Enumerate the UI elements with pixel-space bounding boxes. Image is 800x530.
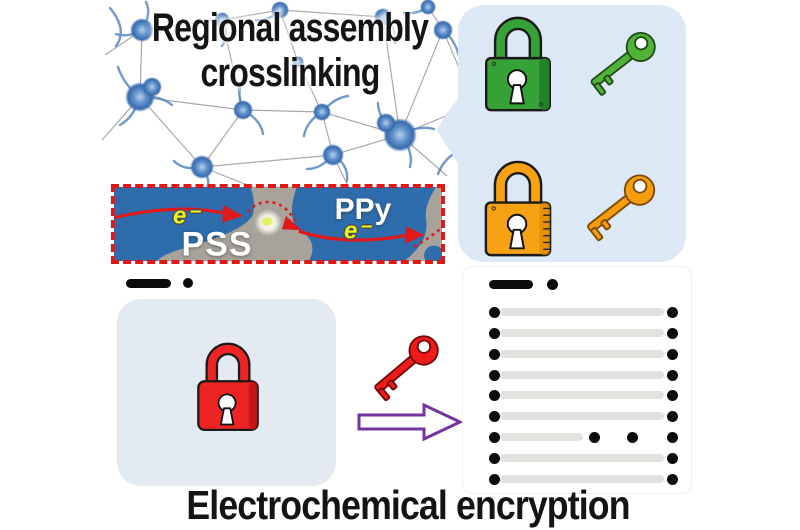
morse-dot — [666, 431, 678, 443]
message-bar — [500, 329, 664, 337]
morse-dot — [666, 306, 678, 318]
message-bar — [500, 433, 583, 441]
arrow-right-icon — [357, 402, 464, 442]
red-lock-icon — [197, 342, 259, 432]
message-bar — [500, 475, 664, 483]
morse-dot — [666, 389, 678, 401]
locks-panel-tail — [437, 94, 463, 170]
message-bar — [500, 371, 664, 379]
morse-dot — [666, 327, 678, 339]
pss-label: PSS — [181, 225, 253, 264]
message-bar — [500, 391, 664, 399]
membrane-box — [111, 184, 445, 264]
morse-dot — [488, 431, 500, 443]
morse-dot — [488, 452, 500, 464]
morse-dot — [488, 348, 500, 360]
orange-lock-icon — [484, 160, 552, 257]
morse-dot — [183, 278, 193, 288]
morse-dot — [666, 410, 678, 422]
morse-dash — [126, 278, 171, 288]
message-bar — [500, 350, 664, 358]
electron-label-1: e⁻ — [172, 202, 200, 230]
morse-dot — [488, 327, 500, 339]
morse-dot — [626, 431, 638, 443]
green-lock-icon — [484, 16, 552, 112]
morse-dot — [666, 452, 678, 464]
red-key-icon — [374, 335, 439, 402]
figure-title-top-line2: crosslinking — [200, 51, 381, 95]
network-image — [101, 0, 460, 190]
figure-title-top-line1: Regional assembly — [151, 6, 429, 50]
morse-dot — [666, 348, 678, 360]
green-key-icon — [590, 32, 656, 96]
morse-dot — [488, 306, 500, 318]
figure-title-top: Regional assembly crosslinking — [128, 6, 451, 96]
morse-dot — [488, 410, 500, 422]
morse-dot — [488, 369, 500, 381]
figure-title-bottom: Electrochemical encryption — [186, 482, 630, 528]
message-bar — [500, 454, 664, 462]
orange-key-icon — [587, 174, 656, 242]
morse-dot — [488, 389, 500, 401]
morse-dot — [488, 473, 500, 485]
morse-dot — [546, 278, 558, 290]
message-bar — [500, 412, 664, 420]
morse-dot — [666, 369, 678, 381]
ppy-label: PPy — [334, 193, 392, 226]
message-bar — [500, 308, 664, 316]
morse-dot — [588, 431, 600, 443]
electron-label-2: e⁻ — [343, 217, 371, 245]
membrane-cross-section — [114, 187, 442, 261]
morse-dot — [666, 473, 678, 485]
morse-dash — [489, 279, 533, 289]
